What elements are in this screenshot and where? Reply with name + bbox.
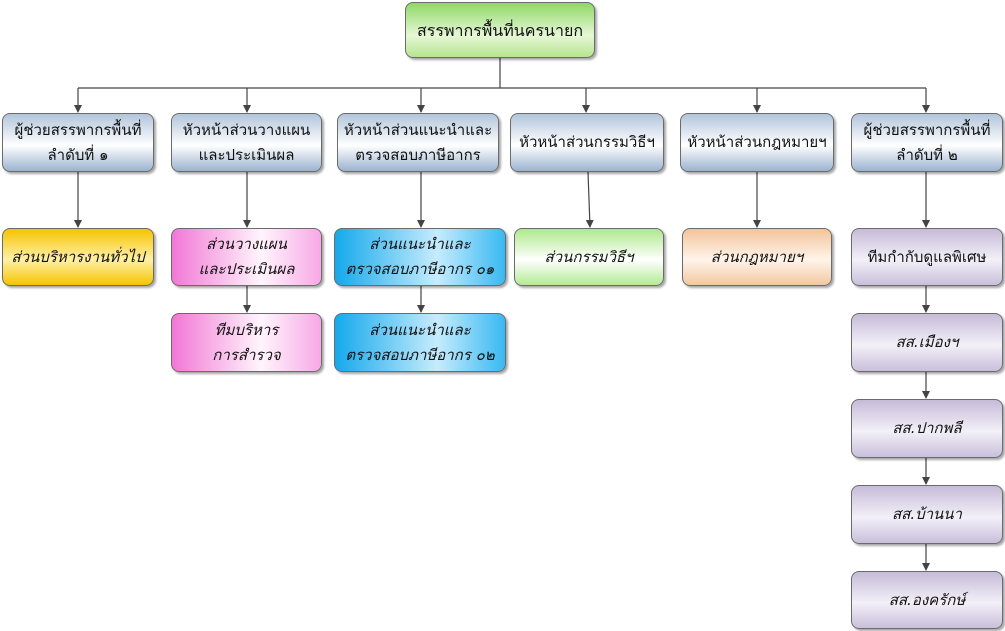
unit-planning[interactable]: ส่วนวางแผน และประเมินผล bbox=[171, 228, 322, 286]
root-node[interactable]: สรรพากรพื้นที่นครนายก bbox=[405, 2, 595, 58]
branch-pak-phli[interactable]: สส.ปากพลี bbox=[851, 399, 1003, 458]
unit-mgmt-team[interactable]: ทีมบริหาร การสำรวจ bbox=[171, 313, 322, 372]
unit-special-team[interactable]: ทีมกำกับดูแลพิเศษ bbox=[851, 228, 1003, 286]
unit-admin[interactable]: ส่วนบริหารงานทั่วไป bbox=[2, 228, 154, 286]
unit-legal[interactable]: ส่วนกฎหมายฯ bbox=[682, 228, 832, 286]
unit-audit-01[interactable]: ส่วนแนะนำและ ตรวจสอบภาษีอากร ๐๑ bbox=[334, 228, 506, 286]
head-assistant-1[interactable]: ผู้ช่วยสรรพากรพื้นที่ ลำดับที่ ๑ bbox=[2, 113, 154, 172]
head-procedure[interactable]: หัวหน้าส่วนกรรมวิธีฯ bbox=[510, 113, 664, 172]
connector-procedure bbox=[585, 171, 594, 228]
branch-ban-na[interactable]: สส.บ้านนา bbox=[851, 485, 1003, 544]
unit-procedure[interactable]: ส่วนกรรมวิธีฯ bbox=[514, 228, 664, 286]
branch-ongkharak[interactable]: สส.องครักษ์ bbox=[851, 571, 1003, 629]
unit-audit-02[interactable]: ส่วนแนะนำและ ตรวจสอบภาษีอากร ๐๒ bbox=[334, 313, 506, 372]
head-assistant-2[interactable]: ผู้ช่วยสรรพากรพื้นที่ ลำดับที่ ๒ bbox=[851, 113, 1003, 172]
head-planning[interactable]: หัวหน้าส่วนวางแผน และประเมินผล bbox=[171, 113, 322, 172]
head-legal[interactable]: หัวหน้าส่วนกฎหมายฯ bbox=[680, 113, 834, 172]
head-audit[interactable]: หัวหน้าส่วนแนะนำและ ตรวจสอบภาษีอากร bbox=[337, 113, 499, 172]
branch-mueang[interactable]: สส.เมืองฯ bbox=[851, 313, 1003, 372]
